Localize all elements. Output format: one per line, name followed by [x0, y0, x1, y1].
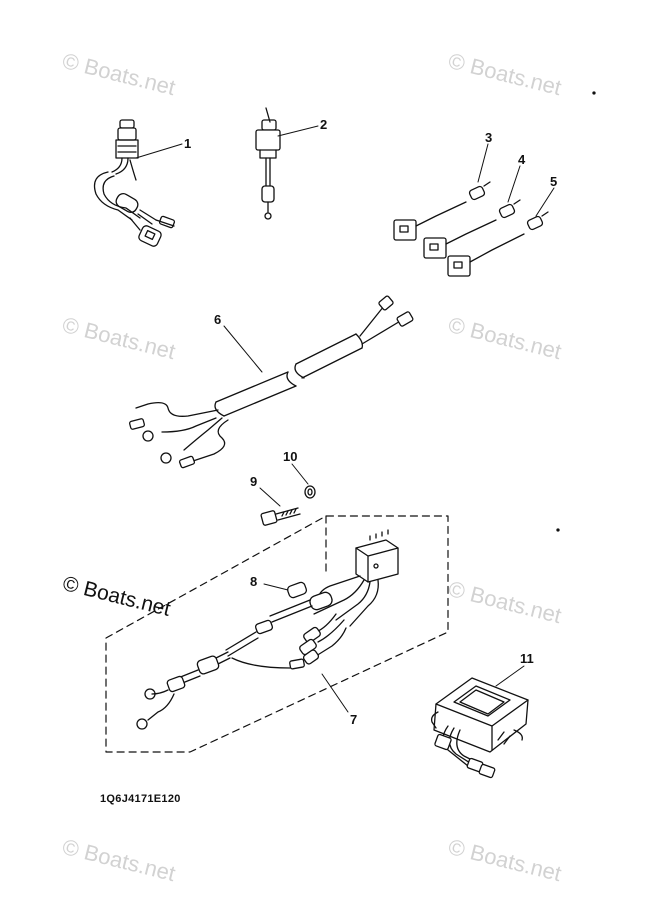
part-8-sleeve [286, 581, 308, 599]
part-5-connector-lead [447, 211, 549, 277]
callout-5: 5 [550, 174, 558, 189]
diagram-code: 1Q6J4171E120 [100, 793, 181, 805]
callout-leaders [135, 125, 555, 713]
part-1-switch-harness [93, 119, 176, 247]
callout-10: 10 [283, 449, 298, 464]
callout-3: 3 [485, 130, 493, 145]
callout-9: 9 [250, 474, 258, 489]
part-9-screw [260, 507, 301, 526]
part-6-main-wire-harness [129, 295, 414, 469]
part-4-connector-lead [423, 199, 521, 259]
part-11-control-unit [430, 677, 529, 779]
part-7-rectifier-harness [105, 515, 449, 753]
callout-2: 2 [320, 117, 328, 132]
callout-8: 8 [250, 574, 258, 589]
callout-11: 11 [520, 651, 534, 666]
callout-1: 1 [184, 136, 192, 151]
part-2-toggle-switch [255, 107, 281, 220]
part-10-washer [304, 485, 316, 499]
callout-6: 6 [214, 312, 222, 327]
part-3-connector-lead [393, 181, 491, 241]
callout-4: 4 [518, 152, 526, 167]
callout-7: 7 [350, 712, 358, 727]
